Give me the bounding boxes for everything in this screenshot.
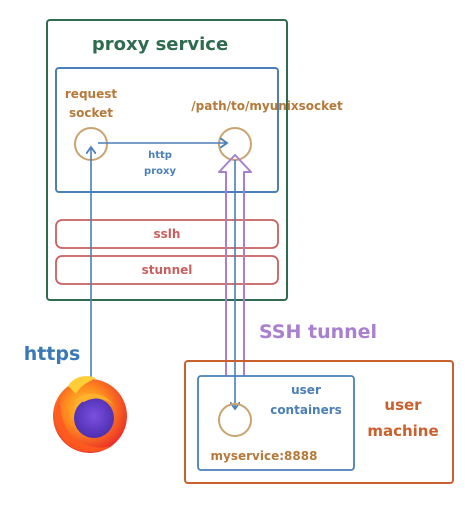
inner-process-box <box>55 67 279 193</box>
service-label: myservice:8888 <box>211 449 318 463</box>
proxy-service-box <box>46 19 288 301</box>
user-containers-box <box>197 375 355 471</box>
user-containers-label-line2: containers <box>270 403 342 417</box>
stunnel-label: stunnel <box>142 263 193 277</box>
user-machine-label-line2: machine <box>367 422 438 440</box>
request-socket-label-line2: socket <box>69 106 113 120</box>
https-label: https <box>24 343 81 365</box>
sslh-label: sslh <box>154 227 181 241</box>
request-socket-label-line1: request <box>65 87 117 101</box>
http-proxy-label-line1: http <box>148 150 172 161</box>
ssh-tunnel-arrow <box>218 154 252 376</box>
user-machine-box <box>184 360 454 484</box>
http-proxy-label-line2: proxy <box>144 166 176 177</box>
ssh-tunnel-label: SSH tunnel <box>259 321 377 343</box>
stunnel-box <box>55 255 279 285</box>
user-containers-label-line1: user <box>291 383 321 397</box>
user-machine-label-line1: user <box>384 396 422 414</box>
unix-socket-path-label: /path/to/myunixsocket <box>191 99 343 113</box>
sslh-box <box>55 219 279 249</box>
firefox-icon <box>53 376 127 453</box>
proxy-service-title: proxy service <box>92 34 228 55</box>
service-socket-node <box>218 403 252 437</box>
